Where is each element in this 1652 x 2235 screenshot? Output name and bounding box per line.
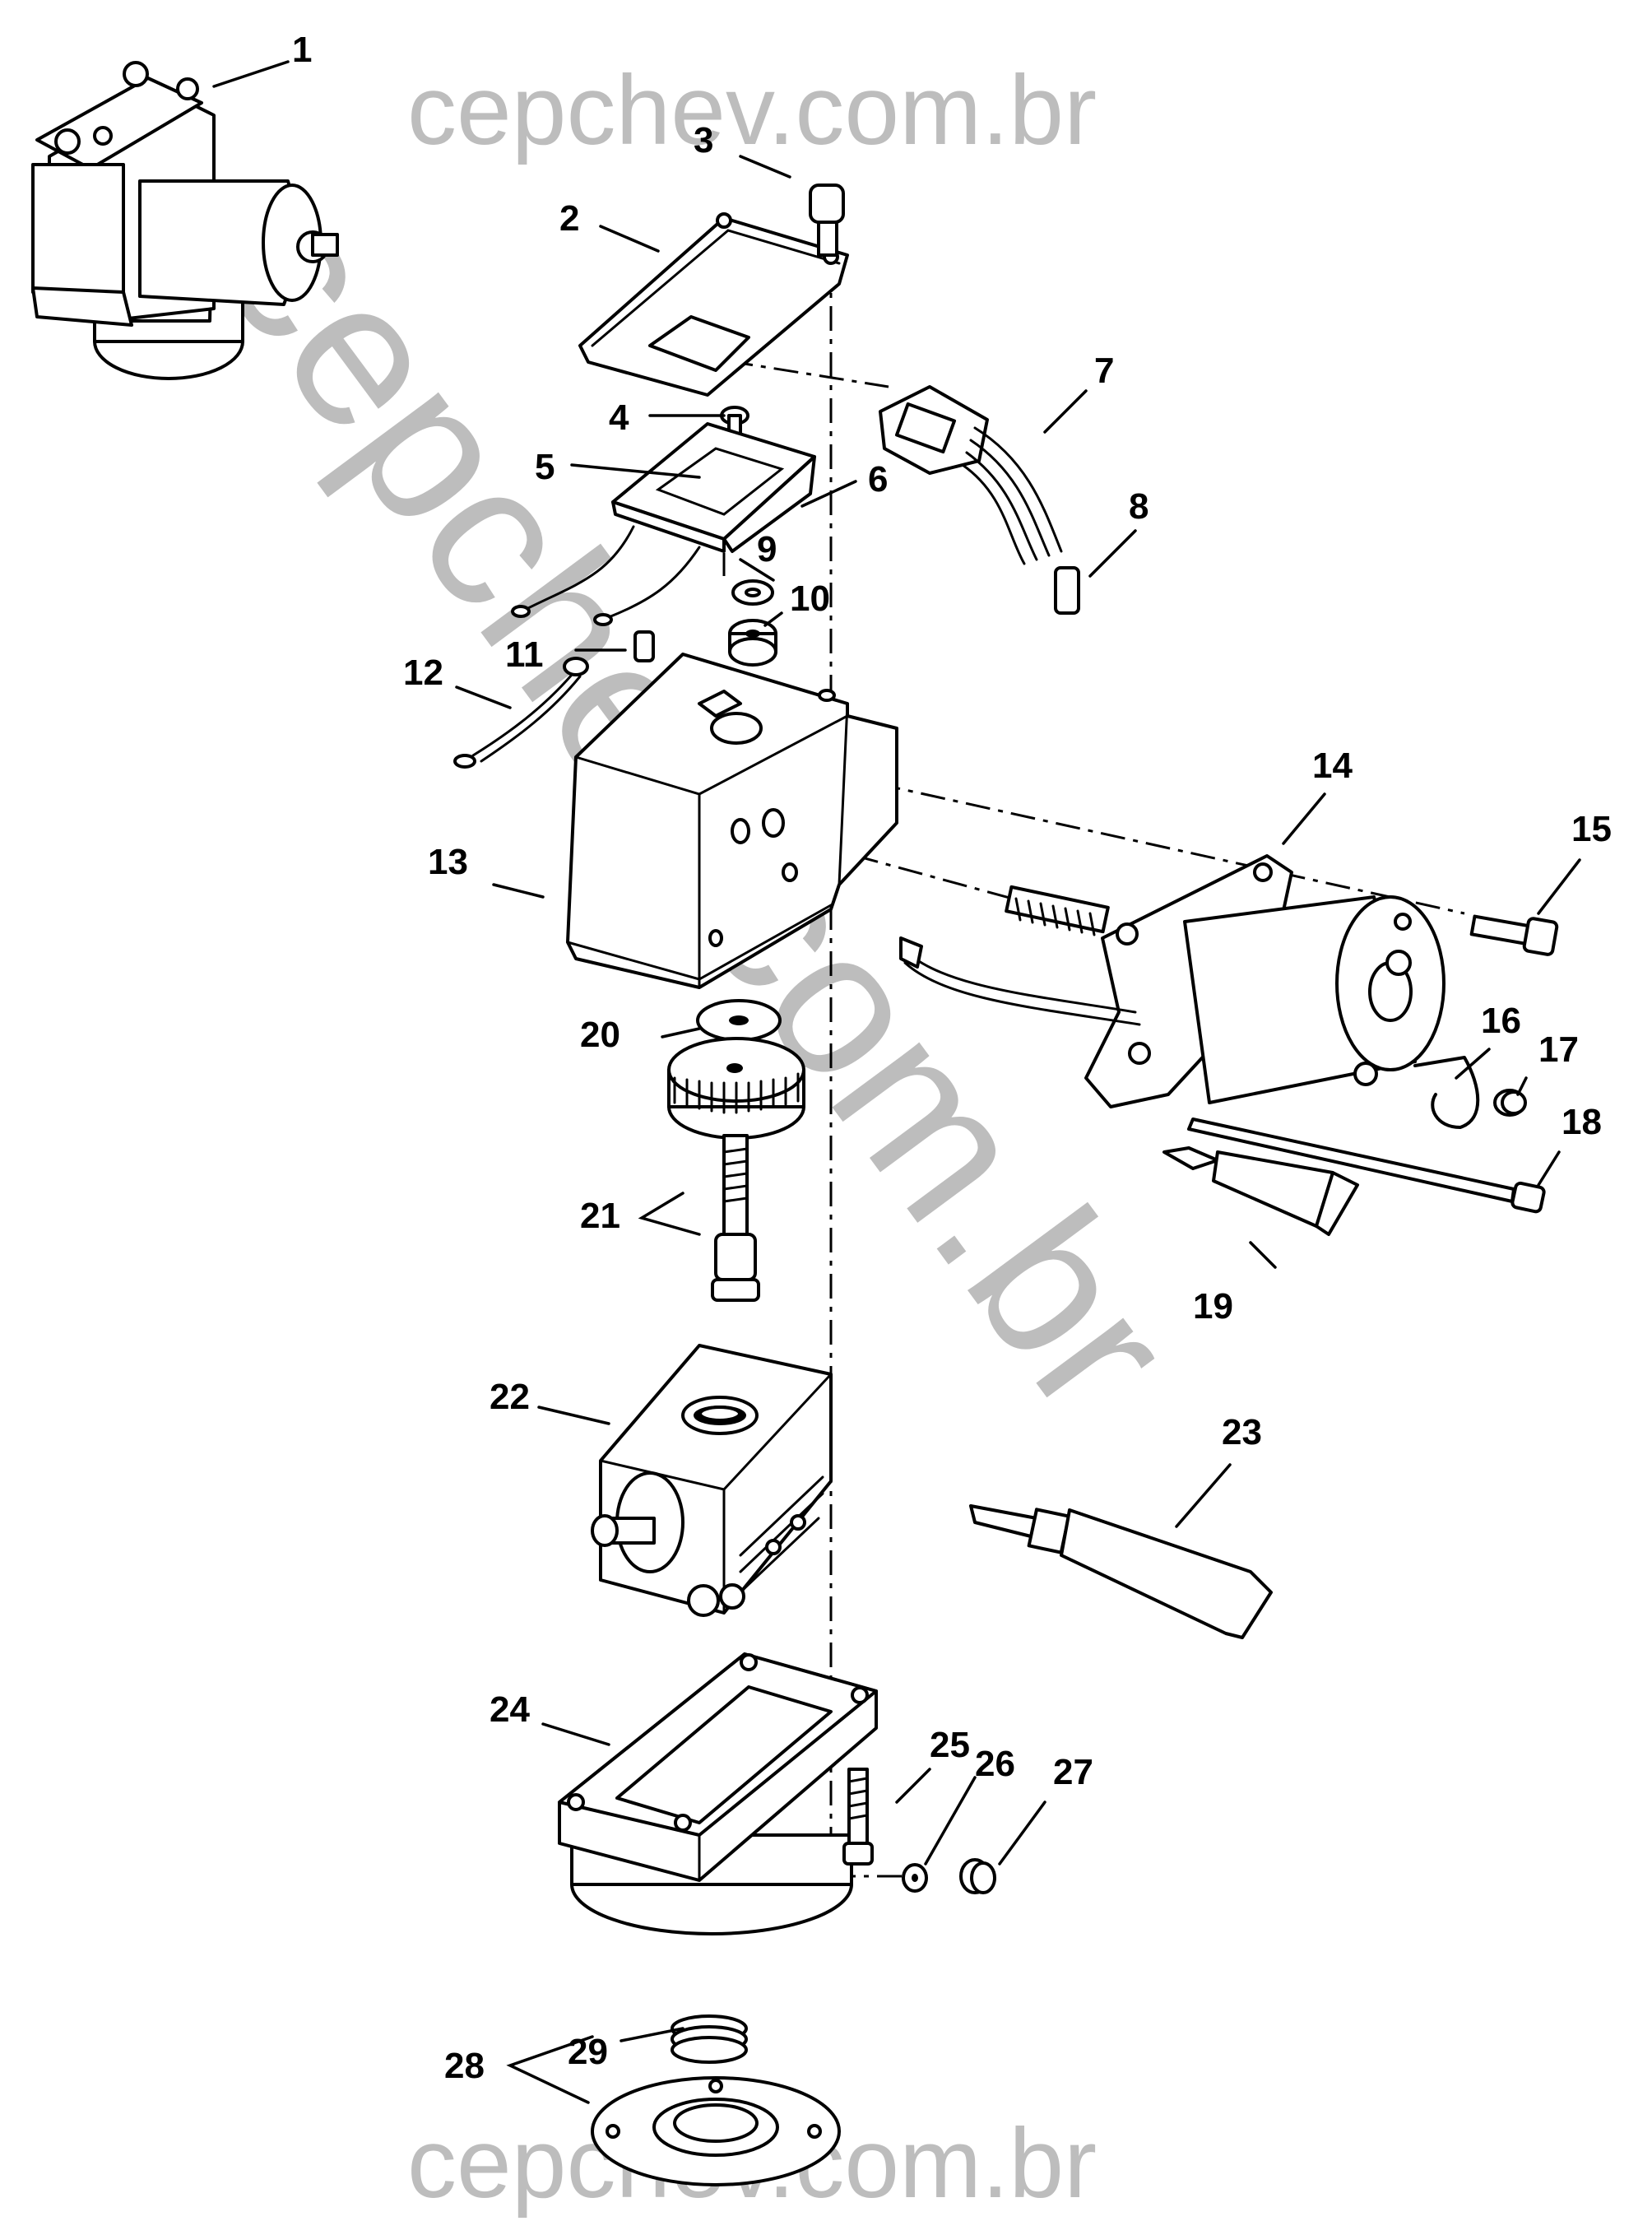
callout-1: 1 bbox=[292, 30, 312, 70]
callout-6: 6 bbox=[868, 459, 888, 500]
part-22-gear-assembly bbox=[591, 1344, 833, 1617]
leader-lines bbox=[212, 60, 1581, 2104]
callout-5: 5 bbox=[535, 447, 555, 487]
callout-22: 22 bbox=[490, 1377, 530, 1417]
callout-29: 29 bbox=[568, 2032, 608, 2072]
part-20-washer bbox=[696, 999, 782, 1042]
part-8-pin bbox=[1054, 566, 1080, 615]
callout-14: 14 bbox=[1312, 746, 1353, 786]
part-5-circuit-board bbox=[511, 422, 816, 626]
part-9-washer bbox=[731, 579, 774, 606]
part-29-spring bbox=[671, 2014, 748, 2064]
part-15-bolt bbox=[1469, 914, 1559, 956]
part-24-base-housing bbox=[558, 1652, 878, 1935]
part-1-assembled-actuator bbox=[31, 61, 339, 380]
callout-13: 13 bbox=[428, 842, 468, 882]
callout-10: 10 bbox=[790, 578, 830, 619]
callout-20: 20 bbox=[580, 1015, 620, 1055]
part-21-gear-shaft bbox=[667, 1037, 805, 1302]
part-11-terminal bbox=[633, 630, 655, 662]
part-14-motor bbox=[899, 854, 1446, 1108]
callout-12: 12 bbox=[403, 653, 443, 693]
callout-23: 23 bbox=[1222, 1412, 1262, 1452]
part-16-clip bbox=[1413, 1056, 1480, 1129]
callout-26: 26 bbox=[975, 1744, 1015, 1784]
part-7-connector-harness bbox=[879, 385, 1063, 565]
callout-19: 19 bbox=[1193, 1286, 1233, 1327]
callout-11: 11 bbox=[505, 634, 544, 675]
callout-9: 9 bbox=[757, 529, 777, 569]
part-28-mounting-plate bbox=[591, 2076, 841, 2186]
part-17-nut bbox=[1493, 1089, 1527, 1117]
callout-15: 15 bbox=[1571, 809, 1612, 849]
part-25-screw bbox=[842, 1768, 874, 1866]
part-18-tie-strap bbox=[1187, 1118, 1546, 1214]
callout-7: 7 bbox=[1094, 351, 1114, 391]
callout-28: 28 bbox=[444, 2046, 485, 2086]
part-23-grease-tube bbox=[969, 1504, 1273, 1639]
callout-8: 8 bbox=[1129, 486, 1149, 527]
part-13-housing bbox=[566, 653, 898, 989]
part-3-bolt bbox=[809, 184, 845, 257]
part-27-nut bbox=[959, 1858, 996, 1894]
part-12-wire-lead bbox=[453, 657, 589, 769]
part-26-washer bbox=[902, 1863, 928, 1893]
callout-21: 21 bbox=[580, 1196, 620, 1236]
callout-27: 27 bbox=[1053, 1752, 1093, 1792]
part-19-lubricant-tube bbox=[1162, 1146, 1359, 1236]
callout-2: 2 bbox=[559, 198, 579, 239]
callout-labels: 1 2 3 4 5 6 7 8 9 10 11 12 13 14 15 16 1… bbox=[292, 30, 1612, 2086]
watermark-top: cepchev.com.br bbox=[407, 55, 1097, 165]
callout-3: 3 bbox=[694, 120, 713, 160]
part-2-cover bbox=[578, 212, 849, 397]
callout-24: 24 bbox=[490, 1689, 530, 1730]
part-10-grommet bbox=[728, 619, 777, 667]
callout-17: 17 bbox=[1538, 1029, 1579, 1070]
callout-25: 25 bbox=[930, 1725, 970, 1765]
callout-18: 18 bbox=[1562, 1102, 1602, 1142]
callout-16: 16 bbox=[1481, 1001, 1521, 1041]
callout-4: 4 bbox=[609, 397, 629, 438]
